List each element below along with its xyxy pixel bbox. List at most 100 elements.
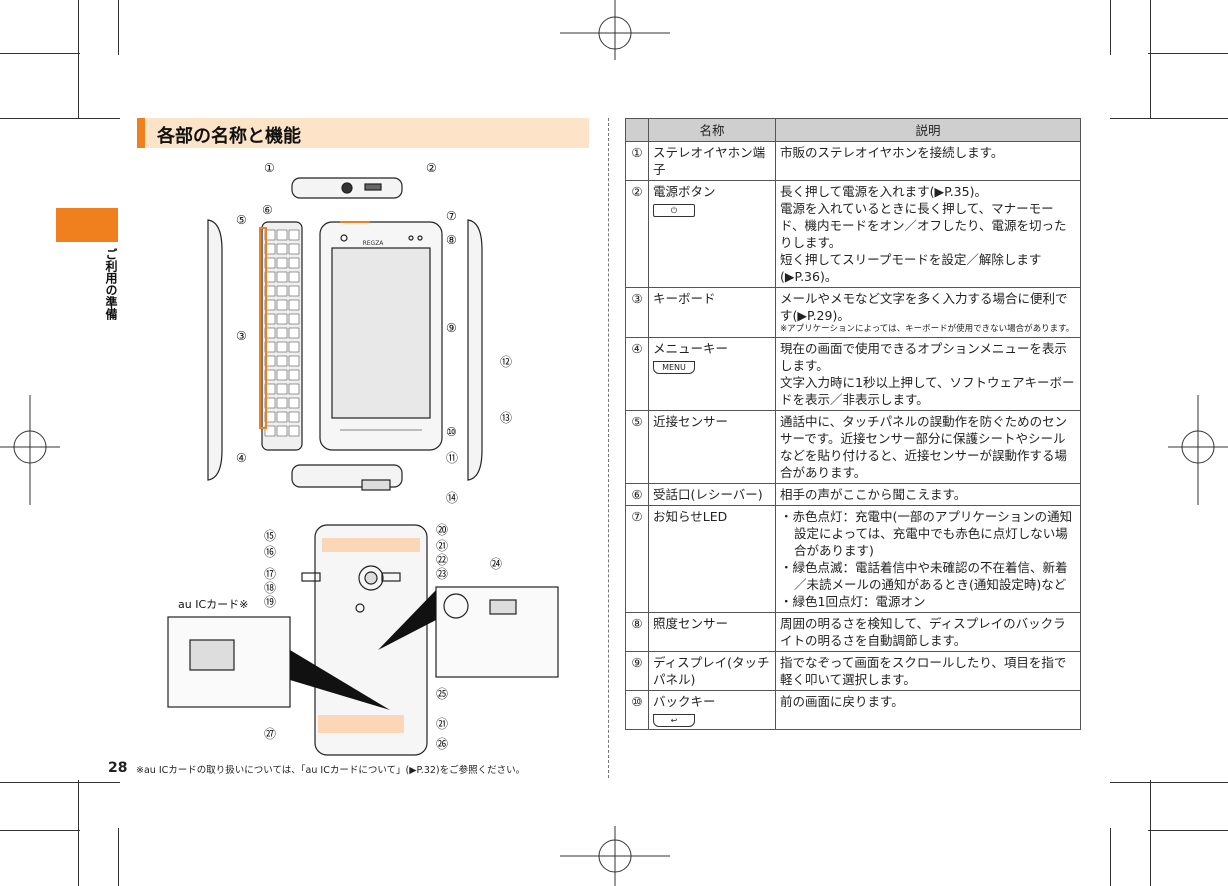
desc-bullet: ・赤色点灯：充電中(一部のアプリケーションの通知設定によっては、充電中でも赤色に… [780,509,1073,558]
table-row: ⑥ 受話口(レシーバー) 相手の声がここから聞こえます。 [625,483,1081,506]
table-row: ⑩ バックキー ↩ 前の画面に戻ります。 [625,690,1081,730]
row-num: ⑩ [625,690,649,730]
device-back [314,524,428,756]
table-header-row: 名称 説明 [625,118,1081,142]
crop-mark [1110,118,1228,119]
callout-2: ② [426,161,437,175]
crop-mark [0,830,80,831]
callout-3: ③ [236,329,247,343]
crop-mark [1110,782,1228,783]
desc-line: 文字入力時に1秒以上押して、ソフトウェアキーボードを表示／非表示します。 [780,375,1075,407]
device-diagram: REGZA ① ② ③ ④ ⑤ ⑥ ⑦ ⑧ ⑨ ⑩ ⑪ ⑫ ⑬ ⑭ ⑮ ⑯ ⑰ … [167,161,559,756]
callout-10: ⑩ [446,425,457,439]
callout-16: ⑯ [264,545,276,559]
table-row: ⑤ 近接センサー 通話中に、タッチパネルの誤動作を防ぐためのセンサーです。近接セ… [625,410,1081,484]
table-row: ③ キーボード メールやメモなど文字を多く入力する場合に便利です(▶P.29)。… [625,287,1081,338]
callout-6: ⑥ [262,203,273,217]
row-num: ⑦ [625,505,649,613]
callout-14: ⑭ [446,491,458,505]
parts-table: 名称 説明 ① ステレオイヤホン端子 市販のステレオイヤホンを接続します。 ② … [625,118,1081,730]
row-name: お知らせLED [648,505,776,613]
row-name: 受話口(レシーバー) [648,483,776,506]
row-desc: 指でなぞって画面をスクロールしたり、項目を指で軽く叩いて選択します。 [775,651,1081,691]
desc-line: 現在の画面で使用できるオプションメニューを表示します。 [780,341,1067,373]
au-ic-card-label: au ICカード※ [178,598,248,611]
row-num: ⑨ [625,651,649,691]
bullet-text: 緑色1回点灯：電源オン [792,594,926,609]
header-name: 名称 [648,118,776,142]
row-desc: 長く押して電源を入れます(▶P.35)。 電源を入れているときに長く押して、マナ… [775,180,1081,288]
callout-24: ㉔ [490,557,502,571]
table-row: ② 電源ボタン ⏻ 長く押して電源を入れます(▶P.35)。 電源を入れていると… [625,180,1081,288]
row-num: ③ [625,287,649,338]
crop-mark [78,780,79,886]
desc-line: 指でなぞって画面をスクロールしたり、項目を指で軽く叩いて選択します。 [780,655,1067,687]
crop-mark [1150,780,1151,886]
callout-5: ⑤ [236,213,247,227]
section-heading: 各部の名称と機能 [137,118,589,148]
desc-bullet: ・緑色点滅：電話着信中や未確認の不在着信、新着／未読メールの通知があるとき(通知… [780,560,1068,592]
bullet-text: 緑色点滅：電話着信中や未確認の不在着信、新着／未読メールの通知があるとき(通知設… [792,560,1068,592]
row-name: 電源ボタン ⏻ [648,180,776,288]
crop-mark [118,828,119,886]
row-desc: 現在の画面で使用できるオプションメニューを表示します。 文字入力時に1秒以上押し… [775,337,1081,411]
callout-21b: ㉑ [436,717,448,731]
registration-mark [1168,395,1228,505]
callout-17: ⑰ [264,567,276,581]
device-left-side [207,219,223,481]
row-name: ディスプレイ(タッチパネル) [648,651,776,691]
row-desc: 周囲の明るさを検知して、ディスプレイのバックライトの明るさを自動調節します。 [775,612,1081,652]
callout-7: ⑦ [446,209,457,223]
crop-mark [1110,0,1111,55]
row-num: ⑧ [625,612,649,652]
desc-bullet: ・緑色1回点灯：電源オン [780,594,926,609]
callout-20: ⑳ [436,523,448,537]
slot-detail [435,586,559,678]
callout-19: ⑲ [264,595,276,609]
row-name: 照度センサー [648,612,776,652]
crop-mark [1148,53,1228,54]
row-desc: 通話中に、タッチパネルの誤動作を防ぐためのセンサーです。近接センサー部分に保護シ… [775,410,1081,484]
desc-line: メールやメモなど文字を多く入力する場合に便利です(▶P.29)。 [780,291,1068,323]
row-desc: 相手の声がここから聞こえます。 [775,483,1081,506]
table-row: ⑨ ディスプレイ(タッチパネル) 指でなぞって画面をスクロールしたり、項目を指で… [625,651,1081,691]
callout-12: ⑫ [500,355,512,369]
registration-mark [560,0,670,60]
crop-mark [1110,828,1111,886]
crop-mark [0,53,80,54]
registration-mark [0,395,60,505]
crop-mark [118,0,119,55]
callout-22: ㉒ [436,553,448,567]
crop-mark [78,0,79,118]
row-name: ステレオイヤホン端子 [648,141,776,181]
registration-mark [560,826,670,886]
callout-4: ④ [236,451,247,465]
desc-line: 前の画面に戻ります。 [780,694,904,709]
row-name: キーボード [648,287,776,338]
back-key-icon: ↩ [653,714,695,727]
column-divider [608,118,609,778]
row-name-text: バックキー [653,694,716,709]
row-num: ④ [625,337,649,411]
row-num: ⑤ [625,410,649,484]
callout-8: ⑧ [446,233,457,247]
header-num [625,118,649,142]
table-row: ④ メニューキー MENU 現在の画面で使用できるオプションメニューを表示します… [625,337,1081,411]
row-num: ① [625,141,649,181]
callout-1: ① [264,161,275,175]
callout-15: ⑮ [264,529,276,543]
crop-mark [1148,830,1228,831]
bullet-text: 赤色点灯：充電中(一部のアプリケーションの通知設定によっては、充電中でも赤色に点… [792,509,1073,558]
section-title: 各部の名称と機能 [157,126,301,147]
chapter-tab [56,208,118,242]
header-desc: 説明 [775,118,1081,142]
row-name: バックキー ↩ [648,690,776,730]
chapter-label: ご利用の準備 [104,248,118,320]
callout-13: ⑬ [500,411,512,425]
device-right-side [467,219,483,481]
menu-key-icon: MENU [653,361,695,374]
desc-line: 短く押してスリープモードを設定／解除します(▶P.36)。 [780,252,1042,284]
desc-line: 周囲の明るさを検知して、ディスプレイのバックライトの明るさを自動調節します。 [780,616,1066,648]
crop-mark [1150,0,1151,118]
table-row: ① ステレオイヤホン端子 市販のステレオイヤホンを接続します。 [625,141,1081,181]
